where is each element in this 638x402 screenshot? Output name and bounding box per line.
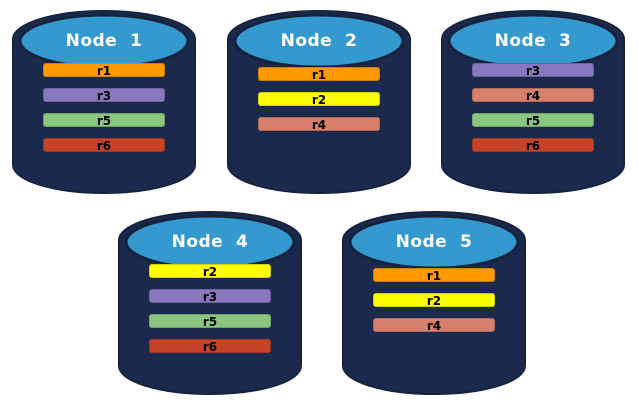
database-node: Node 1 r1 r3 r5 r6 — [11, 5, 197, 195]
replica-row: r3 — [149, 289, 271, 304]
replica-label: r5 — [96, 114, 112, 128]
database-node: Node 5 r1 r2 r4 — [341, 206, 527, 396]
replica-row: r6 — [43, 138, 165, 153]
replica-label: r3 — [202, 290, 218, 304]
node-rows: r1 r2 r4 — [373, 268, 495, 343]
replica-row: r5 — [149, 314, 271, 329]
replica-label: r5 — [202, 315, 218, 329]
replica-row: r2 — [258, 92, 380, 107]
node-rows: r1 r3 r5 r6 — [43, 63, 165, 163]
node-title: Node 2 — [280, 31, 358, 51]
replica-label: r1 — [96, 64, 112, 78]
replica-label: r3 — [525, 64, 541, 78]
replica-row: r6 — [149, 339, 271, 354]
replica-label: r3 — [96, 89, 112, 103]
node-title: Node 3 — [494, 31, 572, 51]
replica-label: r2 — [311, 93, 327, 107]
replica-label: r4 — [311, 118, 327, 132]
replica-row: r4 — [373, 318, 495, 333]
node-title: Node 4 — [171, 232, 249, 252]
replica-row: r4 — [258, 117, 380, 132]
replica-row: r5 — [43, 113, 165, 128]
database-node: Node 4 r2 r3 r5 r6 — [117, 206, 303, 396]
node-rows: r2 r3 r5 r6 — [149, 264, 271, 364]
database-node: Node 3 r3 r4 r5 r6 — [440, 5, 626, 195]
replica-label: r2 — [426, 294, 442, 308]
replica-row: r2 — [373, 293, 495, 308]
node-rows: r1 r2 r4 — [258, 67, 380, 142]
replica-row: r6 — [472, 138, 594, 153]
node-rows: r3 r4 r5 r6 — [472, 63, 594, 163]
replica-row: r1 — [43, 63, 165, 78]
replica-label: r1 — [311, 68, 327, 82]
replica-row: r3 — [472, 63, 594, 78]
replica-row: r1 — [373, 268, 495, 283]
replica-row: r1 — [258, 67, 380, 82]
replica-label: r5 — [525, 114, 541, 128]
replica-row: r5 — [472, 113, 594, 128]
replica-row: r4 — [472, 88, 594, 103]
replica-label: r6 — [202, 340, 218, 354]
replica-label: r6 — [96, 139, 112, 153]
replica-row: r3 — [43, 88, 165, 103]
replica-label: r4 — [525, 89, 541, 103]
database-node: Node 2 r1 r2 r4 — [226, 5, 412, 195]
node-title: Node 1 — [65, 31, 143, 51]
replica-row: r2 — [149, 264, 271, 279]
node-title: Node 5 — [395, 232, 473, 252]
replica-label: r4 — [426, 319, 442, 333]
replica-label: r6 — [525, 139, 541, 153]
replica-label: r2 — [202, 265, 218, 279]
replica-label: r1 — [426, 269, 442, 283]
